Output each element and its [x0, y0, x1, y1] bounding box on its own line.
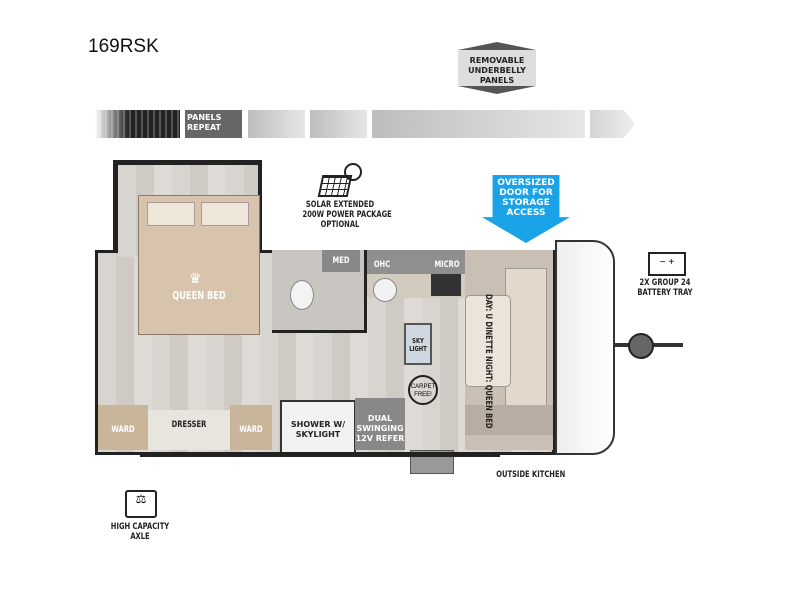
jack-icon — [628, 333, 654, 359]
panel-segment — [372, 110, 585, 138]
underbelly-callout: REMOVABLE UNDERBELLY PANELS — [458, 42, 536, 94]
panel-segment — [248, 110, 305, 138]
panel-segment — [310, 110, 367, 138]
panel-arrow — [590, 110, 635, 138]
storage-arrow: OVERSIZED DOOR FOR STORAGE ACCESS — [482, 175, 570, 243]
underbelly-label: REMOVABLE UNDERBELLY PANELS — [468, 56, 526, 85]
ohc-label: OHC — [373, 260, 391, 270]
axle-label: AXLE — [130, 532, 150, 542]
panels-repeat-label: PANELS REPEAT — [187, 113, 222, 132]
solar-label: SOLAR EXTENDED — [305, 200, 375, 210]
carpet-free-badge: CARPET FREE! — [408, 375, 438, 405]
battery-label: 2X GROUP 24 — [639, 278, 691, 288]
ward-label: WARD — [111, 425, 135, 435]
battery-icon: − + — [648, 252, 686, 276]
dresser-label: DRESSER — [171, 420, 207, 430]
dinette: DAY: U DINETTE NIGHT: QUEEN BED — [465, 250, 553, 450]
axle-label: HIGH CAPACITY — [110, 522, 170, 532]
shower: SHOWER W/ SKYLIGHT — [280, 400, 356, 454]
solar-label: 200W POWER PACKAGE — [302, 210, 392, 220]
storage-label: OVERSIZED DOOR FOR STORAGE ACCESS — [497, 178, 555, 218]
toilet-icon — [290, 280, 314, 310]
queen-bed: ♛ QUEEN BED — [138, 195, 260, 335]
battery-label: BATTERY TRAY — [637, 288, 693, 298]
refrigerator: DUAL SWINGING 12V REFER — [355, 398, 405, 450]
panel-strip — [95, 110, 180, 138]
shower-label: SHOWER W/ SKYLIGHT — [290, 420, 346, 439]
axle-line — [140, 452, 500, 457]
micro-label: MICRO — [434, 260, 460, 270]
model-name: 169RSK — [88, 36, 159, 57]
kitchen-counter: OHC MICRO — [367, 250, 467, 302]
refer-label: DUAL SWINGING 12V REFER — [355, 414, 405, 443]
crown-icon: ♛ — [189, 270, 202, 286]
stove-icon — [431, 274, 461, 296]
sink-icon — [373, 278, 397, 302]
dinette-label: DAY: U DINETTE NIGHT: QUEEN BED — [483, 294, 493, 429]
dresser: DRESSER — [148, 410, 230, 450]
outside-kitchen-label: OUTSIDE KITCHEN — [496, 470, 566, 480]
wardrobe-left: WARD — [98, 405, 148, 450]
panels-repeat-box: PANELS REPEAT — [185, 110, 242, 138]
bathroom: MED — [272, 250, 367, 333]
front-cap — [555, 240, 615, 455]
med-label: MED — [332, 256, 350, 266]
skylight-label: SKY LIGHT — [409, 337, 427, 353]
wardrobe-right: WARD — [230, 405, 272, 450]
skylight: SKY LIGHT — [404, 323, 432, 365]
solar-panel-icon — [317, 163, 362, 197]
scale-icon: ⚖ — [125, 490, 157, 518]
solar-label: OPTIONAL — [320, 220, 360, 230]
ward-label: WARD — [239, 425, 263, 435]
queen-bed-label: QUEEN BED — [172, 289, 226, 302]
